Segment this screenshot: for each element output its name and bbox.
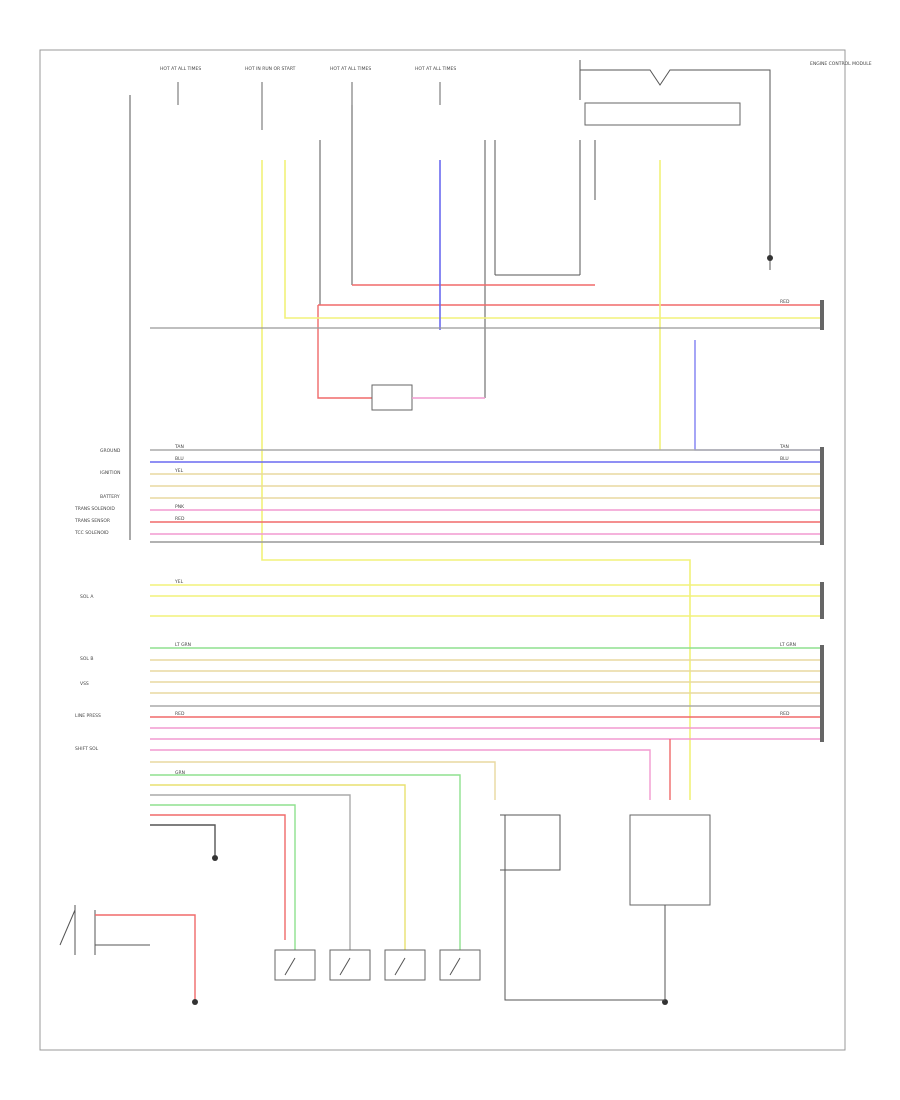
diagram-frame bbox=[39, 49, 846, 1051]
fuse-header-1: HOT AT ALL TIMES bbox=[160, 66, 201, 72]
vertical-dark-wires bbox=[129, 95, 771, 540]
wire-code: RED bbox=[780, 711, 790, 717]
label-line-press: LINE PRESS bbox=[75, 713, 101, 719]
ecm-outline bbox=[579, 60, 771, 255]
label-vss: VSS bbox=[80, 681, 89, 687]
bottom-left-switch bbox=[59, 905, 196, 1000]
label-sol-b: SOL B bbox=[80, 656, 93, 662]
wire-code: RED bbox=[780, 299, 790, 305]
relay-switch-icon bbox=[329, 949, 371, 981]
fuse-headers: HOT AT ALL TIMES HOT IN RUN OR START HOT… bbox=[160, 66, 456, 72]
label-ground: GROUND bbox=[100, 448, 121, 454]
wire-code: RED bbox=[175, 711, 185, 717]
lower-relays bbox=[274, 949, 481, 981]
fuse-header-2: HOT IN RUN OR START bbox=[245, 66, 296, 72]
yellow-wire-main bbox=[261, 160, 691, 800]
red-wire-relay bbox=[317, 305, 372, 399]
wire-code: GRN bbox=[175, 770, 185, 776]
blue-wire-ecm bbox=[694, 340, 820, 451]
ecm-label: ENGINE CONTROL MODULE bbox=[810, 61, 872, 67]
label-trans-sensor: TRANS SENSOR bbox=[74, 518, 110, 524]
wire-code: BLU bbox=[175, 456, 184, 462]
connector-icon bbox=[820, 300, 824, 742]
wire-code: PNK bbox=[175, 504, 185, 510]
wire-code: RED bbox=[175, 516, 185, 522]
wire-bundle-middle bbox=[150, 449, 820, 543]
wire-bundle-lower bbox=[150, 647, 820, 800]
tcm-module bbox=[629, 814, 711, 906]
wire-code: TAN bbox=[779, 444, 789, 450]
relay-switch-icon bbox=[274, 949, 316, 981]
fuse-header-4: HOT AT ALL TIMES bbox=[415, 66, 456, 72]
ground-symbol-icon bbox=[192, 255, 773, 1005]
label-tcc-solenoid: TCC SOLENOID bbox=[74, 530, 109, 536]
tcm-wires bbox=[504, 815, 666, 1001]
wire-code: BLU bbox=[780, 456, 789, 462]
wire-code: YEL bbox=[174, 579, 184, 585]
label-shift-sol: SHIFT SOL bbox=[75, 746, 99, 752]
fuse-header-3: HOT AT ALL TIMES bbox=[330, 66, 371, 72]
label-battery: BATTERY bbox=[100, 494, 120, 500]
wire-code: LT GRN bbox=[780, 642, 796, 648]
relay-switch-icon bbox=[439, 949, 481, 981]
wire-code: YEL bbox=[174, 468, 184, 474]
label-trans-solenoid: TRANS SOLENOID bbox=[74, 506, 115, 512]
ecm-connector-block bbox=[584, 102, 741, 126]
sensor-block bbox=[500, 814, 561, 871]
relay-box bbox=[371, 384, 413, 411]
wire-code: TAN bbox=[174, 444, 184, 450]
yellow-wire-bus bbox=[284, 160, 820, 319]
relay-feed-wires bbox=[150, 774, 461, 950]
wire-code-labels: TAN BLU YEL PNK RED YEL LT GRN RED GRN T… bbox=[174, 299, 796, 776]
label-ignition: IGNITION bbox=[100, 470, 121, 476]
left-labels: GROUND IGNITION BATTERY TRANS SOLENOID T… bbox=[74, 448, 121, 752]
relay-switch-icon bbox=[384, 949, 426, 981]
fuse-icon bbox=[177, 82, 441, 130]
wire-code: LT GRN bbox=[175, 642, 191, 648]
wire-bundle-yellow bbox=[150, 584, 820, 617]
label-sol-a: SOL A bbox=[80, 594, 94, 600]
